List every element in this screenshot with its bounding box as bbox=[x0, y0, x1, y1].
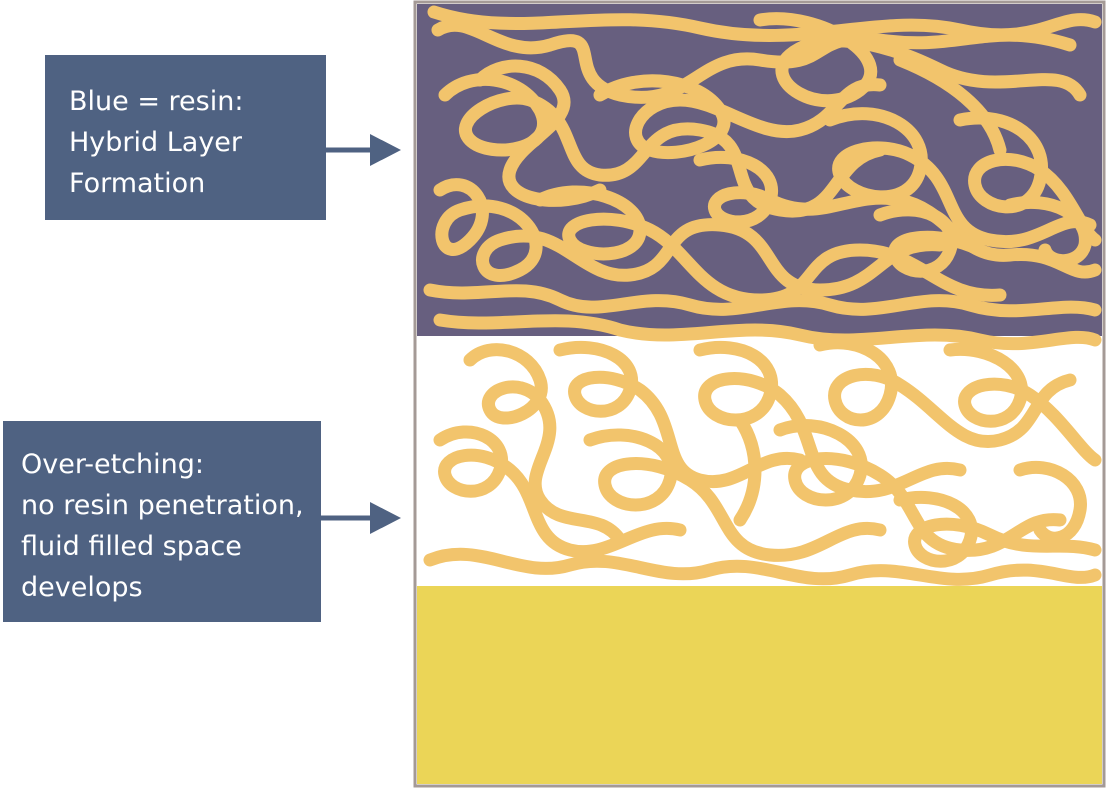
diagram-frame-outline bbox=[413, 0, 1106, 788]
over-etching-label-line-2: no resin penetration, bbox=[21, 490, 304, 521]
over-etching-label-line-1: Over-etching: bbox=[21, 449, 204, 480]
over-etching-label-line-4: develops bbox=[21, 572, 143, 603]
resin-label-box: Blue = resin: Hybrid Layer Formation bbox=[45, 55, 326, 220]
collagen-fibers bbox=[423, 5, 1102, 586]
resin-label-line-2: Hybrid Layer bbox=[69, 127, 243, 158]
resin-label-line-3: Formation bbox=[69, 168, 206, 199]
resin-label-line-1: Blue = resin: bbox=[69, 86, 244, 117]
arrow-right-icon bbox=[321, 502, 401, 534]
over-etching-label-line-3: fluid filled space bbox=[21, 531, 242, 562]
arrow-right-icon bbox=[326, 134, 401, 166]
dentin-base bbox=[417, 586, 1102, 784]
over-etching-label-box: Over-etching: no resin penetration, flui… bbox=[3, 421, 321, 622]
